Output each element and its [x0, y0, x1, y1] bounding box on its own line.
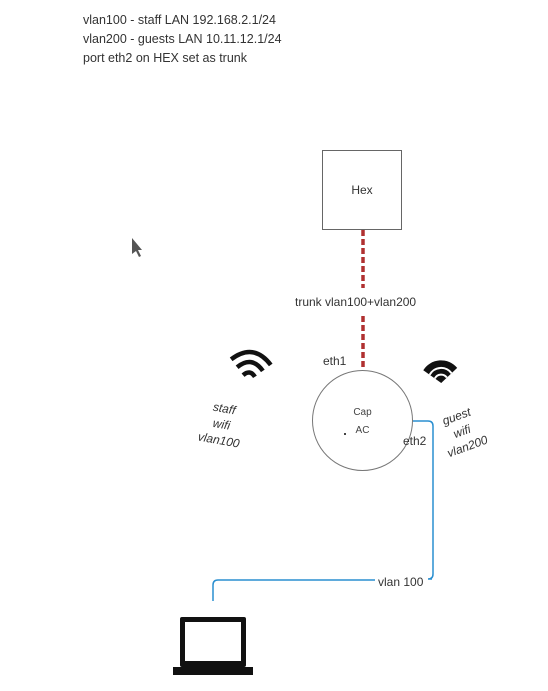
cap-label: Cap [353, 407, 372, 418]
ac-label: AC [355, 425, 370, 436]
staff-wifi-label: staff wifi vlan100 [197, 397, 247, 452]
trunk-label: trunk vlan100+vlan200 [295, 295, 417, 309]
dot-marker [344, 433, 346, 435]
wifi-icon [423, 360, 458, 383]
vlan100-link-label: vlan 100 [378, 575, 424, 589]
cap-ac-node[interactable]: Cap AC [312, 370, 413, 471]
wifi-icon [229, 349, 273, 379]
note-trunk-port: port eth2 on HEX set as trunk [83, 51, 247, 65]
hex-router-node[interactable]: Hex [322, 150, 402, 230]
mouse-pointer-icon [132, 238, 142, 257]
laptop-icon [173, 617, 253, 675]
vlan100-link-left [212, 579, 375, 601]
vlan100-link-right [413, 420, 434, 580]
note-vlan200: vlan200 - guests LAN 10.11.12.1/24 [83, 32, 282, 46]
hex-label: Hex [351, 183, 373, 197]
port-eth1-label: eth1 [323, 354, 347, 368]
port-eth2-label: eth2 [403, 434, 427, 448]
note-vlan100: vlan100 - staff LAN 192.168.2.1/24 [83, 13, 276, 27]
